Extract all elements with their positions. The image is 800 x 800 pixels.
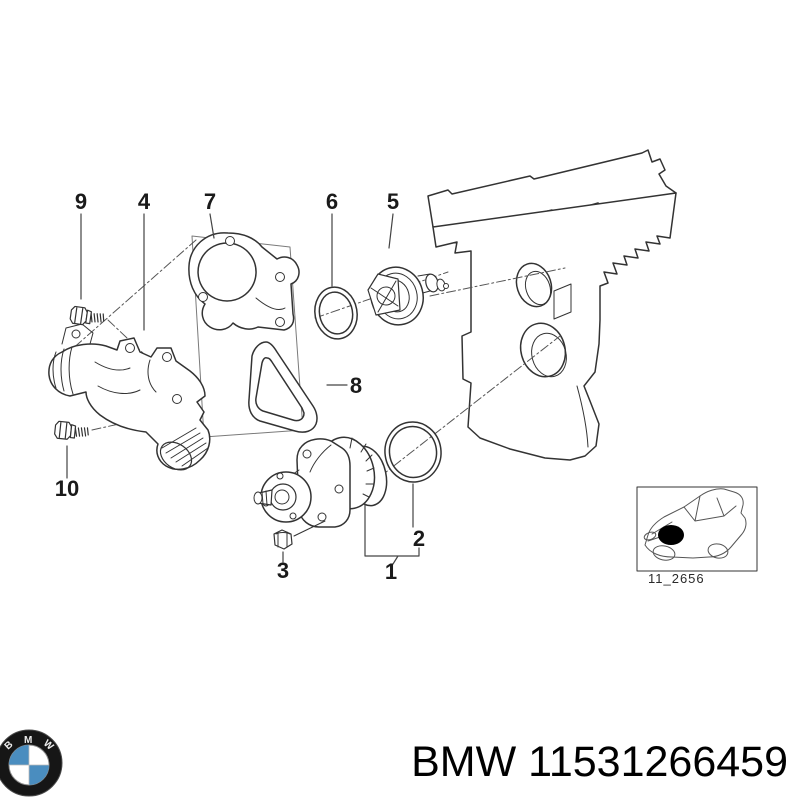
brand-name: BMW — [411, 738, 517, 786]
callout-label-7: 7 — [203, 189, 217, 214]
bolt-9 — [69, 305, 105, 326]
o-ring-water-pump — [384, 421, 442, 483]
callout-label-10: 10 — [54, 476, 80, 501]
engine-block — [427, 149, 677, 461]
callout-label-8: 8 — [349, 373, 363, 398]
location-marker-dot — [658, 525, 684, 545]
thumbnail-caption: 11_2656 — [648, 571, 705, 586]
callout-label-9: 9 — [74, 189, 88, 214]
o-ring-thermostat — [314, 286, 358, 340]
car-thumbnail — [636, 486, 758, 572]
water-pump — [253, 436, 388, 528]
water-pump-port — [519, 322, 567, 378]
thermostat — [367, 266, 449, 326]
bmw-roundel-icon: B M W — [0, 729, 63, 797]
connecting-pipe-gasket — [248, 341, 318, 433]
bolt-10 — [54, 420, 89, 440]
exploded-parts-diagram — [48, 149, 758, 572]
part-number-title: BMW 11531266459 — [411, 738, 788, 787]
part-number: 11531266459 — [528, 738, 788, 786]
leader-lines — [66, 213, 420, 565]
nut — [273, 520, 326, 550]
svg-text:M: M — [24, 735, 32, 746]
callout-label-4: 4 — [137, 189, 151, 214]
thermostat-housing-gasket — [188, 232, 300, 331]
callout-label-6: 6 — [325, 189, 339, 214]
callout-label-5: 5 — [386, 189, 400, 214]
thermostat-housing — [48, 323, 211, 471]
callout-label-3: 3 — [276, 558, 290, 583]
callout-label-1: 1 — [384, 559, 398, 584]
item1-bracket — [364, 503, 420, 565]
callout-label-2: 2 — [412, 526, 426, 551]
